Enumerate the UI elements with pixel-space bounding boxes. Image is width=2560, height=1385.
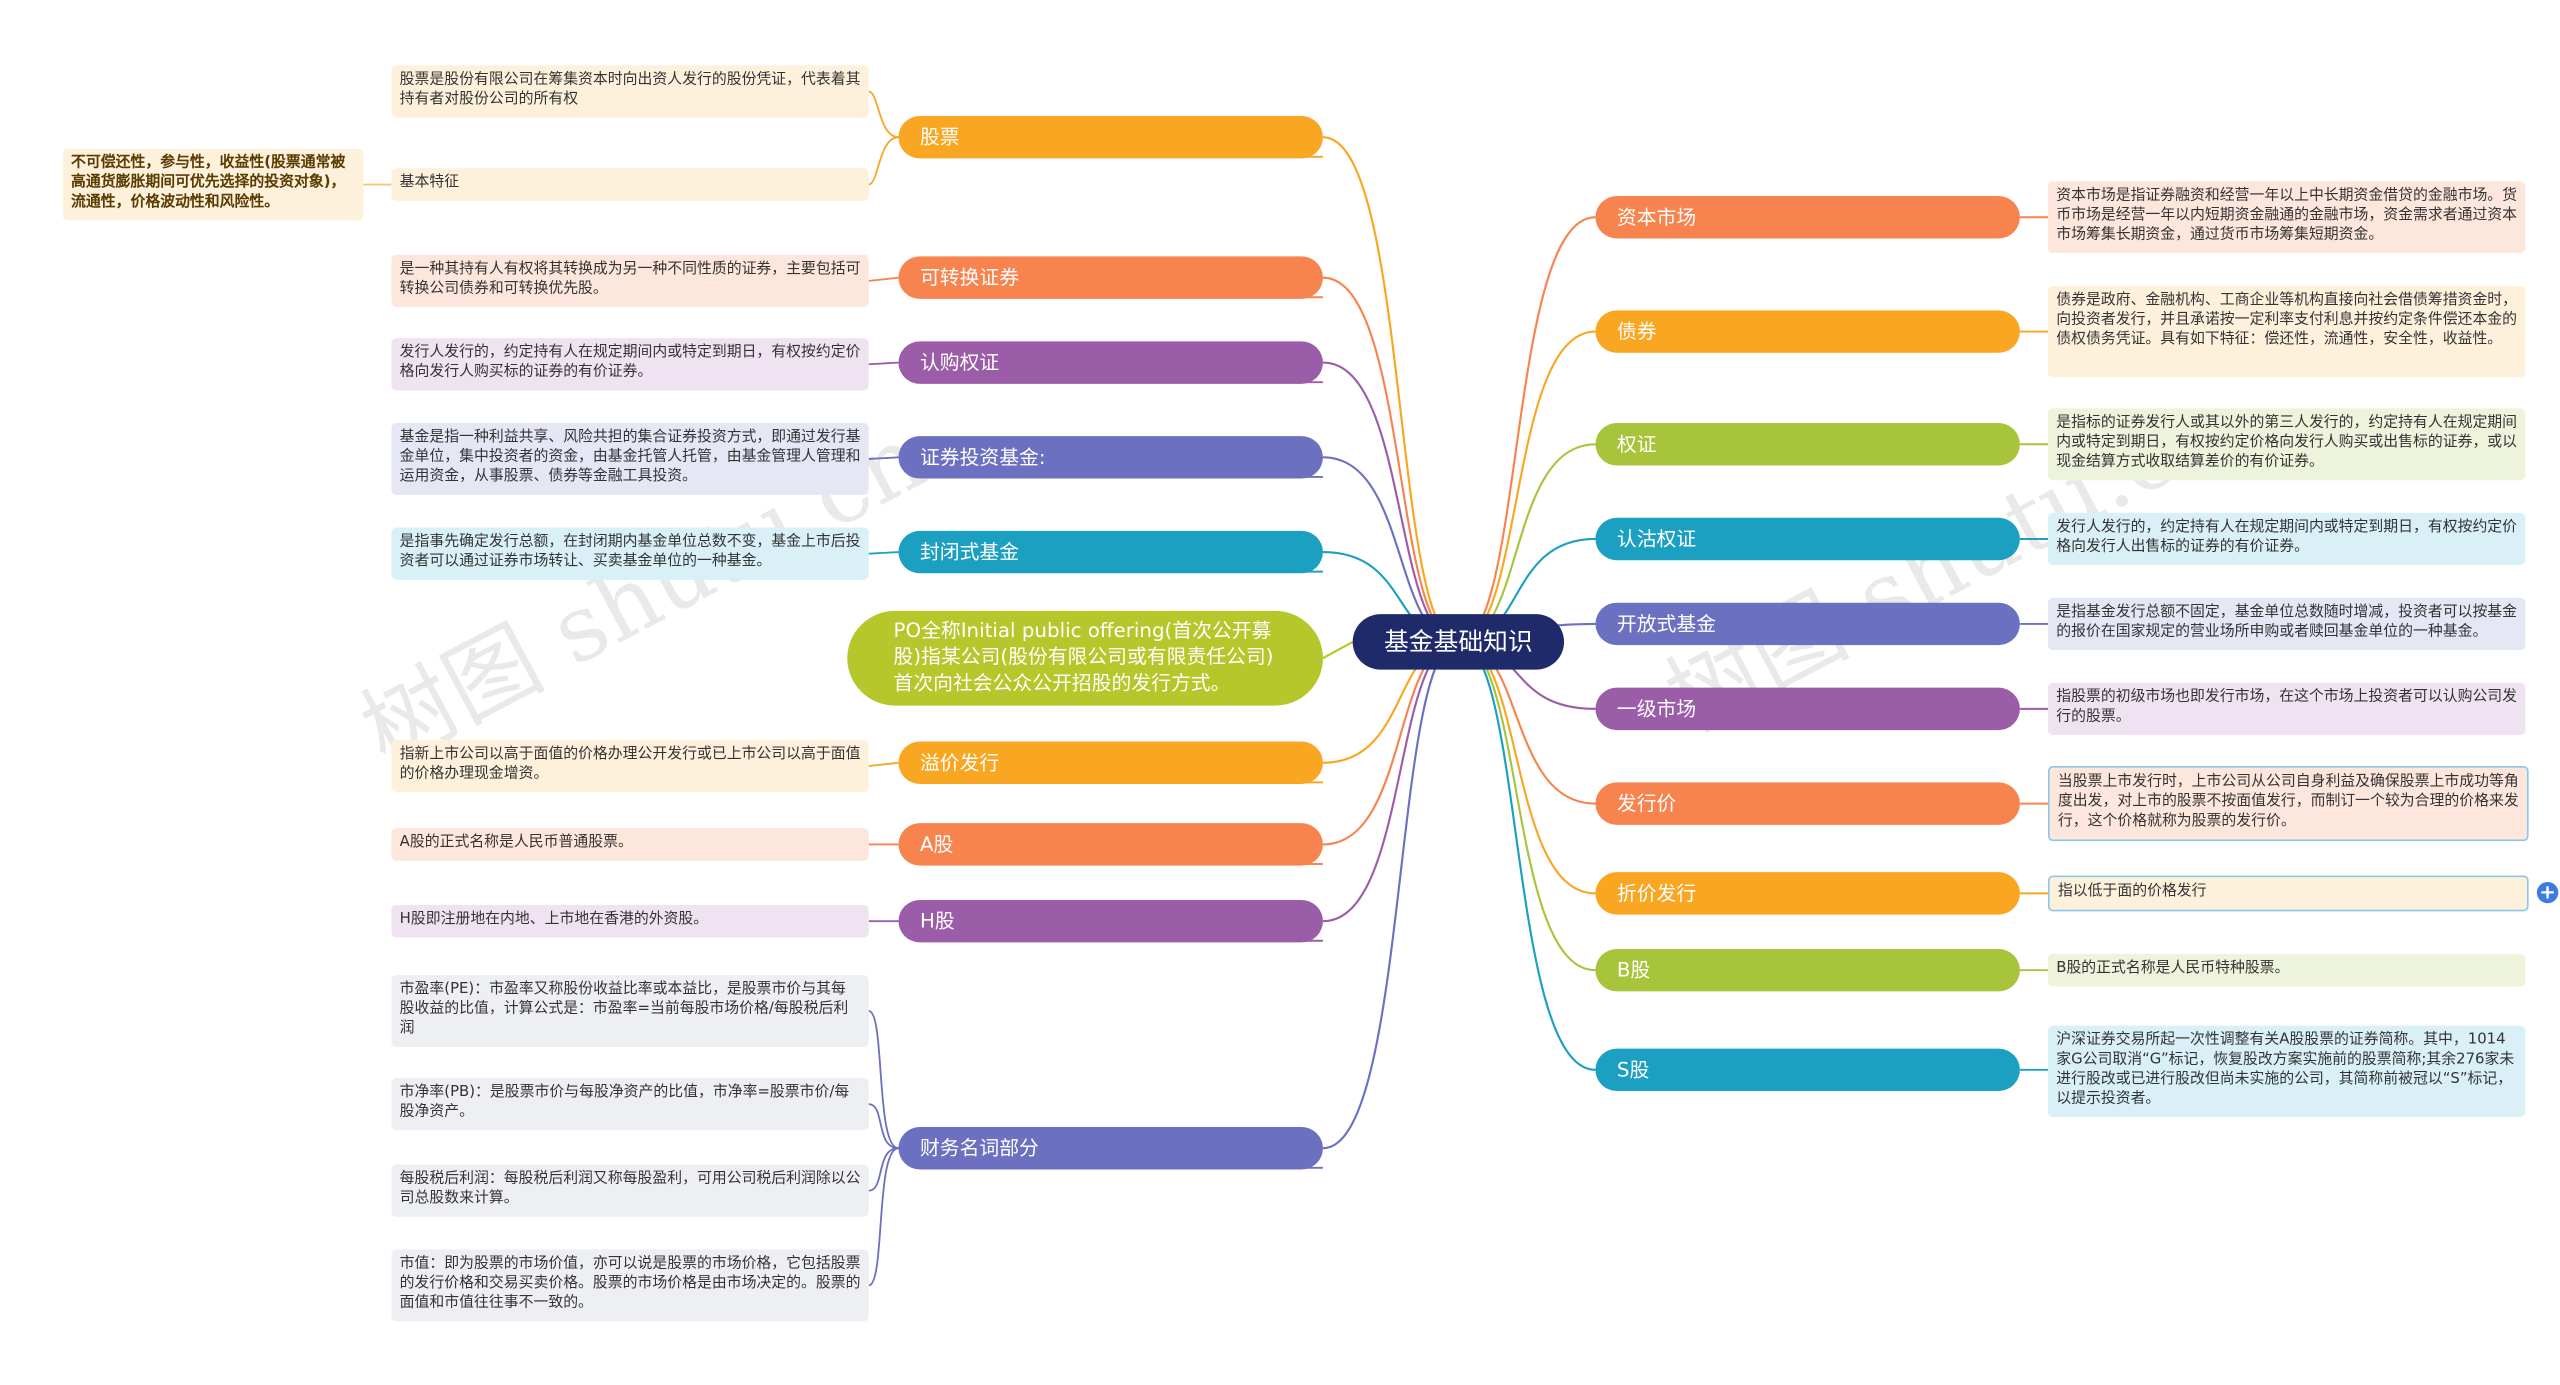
branch-node-subscription-warrant[interactable]: 认购权证	[898, 341, 1323, 384]
connector-line	[868, 276, 899, 282]
note-stock-features-detail: 不可偿还性，参与性，收益性(股票通常被高通货膨胀期间可优先选择的投资对象)，流通…	[62, 148, 364, 221]
branch-node-closed-fund[interactable]: 封闭式基金	[898, 530, 1323, 574]
branch-node-discount-issue[interactable]: 折价发行	[1595, 872, 2020, 915]
branch-node-h-share[interactable]: H股	[898, 899, 1323, 943]
note-b-share: B股的正式名称是人民币特种股票。	[2047, 953, 2526, 987]
connector-line	[1458, 640, 1596, 1071]
connector-line	[1458, 640, 1596, 895]
connector-line	[868, 136, 899, 186]
branch-node-financial-terms[interactable]: 财务名词部分	[898, 1126, 1323, 1170]
connector-line	[868, 1010, 899, 1150]
connector-line	[1322, 640, 1354, 660]
note-stock-definition: 股票是股份有限公司在筹集资本时向出资人发行的股份凭证，代表着其持有者对股份公司的…	[391, 65, 869, 118]
connector-line	[868, 761, 899, 767]
branch-node-primary-market[interactable]: 一级市场	[1595, 687, 2020, 731]
branch-node-put-warrant[interactable]: 认沽权证	[1595, 517, 2020, 561]
branch-node-b-share[interactable]: B股	[1595, 948, 2020, 992]
connector-line	[868, 361, 899, 366]
connector-line	[1322, 640, 1459, 923]
note-bond: 债券是政府、金融机构、工商企业等机构直接向社会借债筹措资金时，向投资者发行，并且…	[2047, 285, 2526, 378]
note-issue-price: 当股票上市发行时，上市公司从公司自身利益及确保股票上市成功等角度出发，对上市的股…	[2047, 766, 2529, 842]
connector-line	[868, 1147, 899, 1192]
note-discount-issue[interactable]: 指以低于面的价格发行	[2047, 875, 2529, 912]
branch-node-ipo[interactable]: PO全称Initial public offering(首次公开募股)指某公司(…	[847, 610, 1323, 706]
connector-line	[1322, 361, 1459, 643]
note-put-warrant: 发行人发行的，约定持有人在规定期间内或特定到期日，有权按约定价格向发行人出售标的…	[2047, 512, 2526, 566]
note-pe-ratio: 市盈率(PE)：市盈率又称股份收益比率或本益比，是股票市价与其每股收益的比值，计…	[391, 975, 869, 1047]
branch-node-bond[interactable]: 债券	[1595, 310, 2020, 353]
branch-node-issue-price[interactable]: 发行价	[1595, 782, 2020, 825]
note-market-value: 市值：即为股票的市场价值，亦可以说是股票的市场价格，它包括股票的发行价格和交易买…	[391, 1249, 869, 1322]
connector-line	[868, 1103, 899, 1150]
branch-node-open-fund[interactable]: 开放式基金	[1595, 602, 2020, 646]
note-pb-ratio: 市净率(PB)：是股票市价与每股净资产的比值，市净率=股票市价/每股净资产。	[391, 1077, 869, 1131]
branch-node-securities-fund[interactable]: 证券投资基金:	[898, 436, 1323, 479]
connector-line	[868, 1147, 899, 1287]
branch-node-stock[interactable]: 股票	[898, 115, 1323, 159]
connector-line	[1322, 136, 1459, 643]
note-convertible: 是一种其持有人有权将其转换成为另一种不同性质的证券，主要包括可转换公司债券和可转…	[391, 254, 869, 308]
connector-line	[868, 456, 899, 460]
branch-node-s-share[interactable]: S股	[1595, 1048, 2020, 1092]
branch-node-convertible[interactable]: 可转换证券	[898, 256, 1323, 299]
branch-node-a-share[interactable]: A股	[898, 823, 1323, 866]
connector-line	[1458, 443, 1596, 643]
note-subscription-warrant: 发行人发行的，约定持有人在规定期间内或特定到期日，有权按约定价格向发行人购买标的…	[391, 338, 869, 391]
note-securities-fund: 基金是指一种利益共享、风险共担的集合证券投资方式，即通过发行基金单位，集中投资者…	[391, 423, 869, 495]
note-warrant: 是指标的证券发行人或其以外的第三人发行的，约定持有人在规定期间内或特定到期日，有…	[2047, 408, 2526, 481]
branch-node-capital-market[interactable]: 资本市场	[1595, 195, 2020, 239]
note-open-fund: 是指基金发行总额不固定，基金单位总数随时增减，投资者可以按基金的报价在国家规定的…	[2047, 597, 2526, 651]
note-primary-market: 指股票的初级市场也即发行市场，在这个市场上投资者可以认购公司发行的股票。	[2047, 682, 2526, 735]
note-h-share: H股即注册地在内地、上市地在香港的外资股。	[391, 904, 869, 938]
note-s-share: 沪深证券交易所起一次性调整有关A股股票的证券简称。其中，1014家G公司取消“G…	[2047, 1025, 2526, 1118]
note-capital-market: 资本市场是指证券融资和经营一年以上中长期资金借贷的金融市场。货币市场是经营一年以…	[2047, 181, 2526, 254]
branch-node-warrant[interactable]: 权证	[1595, 423, 2020, 466]
connector-line	[1458, 640, 1596, 972]
expand-plus-icon[interactable]: +	[2536, 881, 2559, 904]
note-premium-issue: 指新上市公司以高于面值的价格办理公开发行或已上市公司以高于面值的价格办理现金增资…	[391, 739, 869, 793]
note-stock-basic-features[interactable]: 基本特征	[391, 168, 869, 201]
central-topic[interactable]: 基金基础知识	[1352, 614, 1565, 670]
note-closed-fund: 是指事先确定发行总额，在封闭期内基金单位总数不变，基金上市后投资者可以通过证券市…	[391, 527, 869, 580]
branch-node-premium-issue[interactable]: 溢价发行	[898, 741, 1323, 784]
note-eps: 每股税后利润：每股税后利润又称每股盈利，可用公司税后利润除以公司总股数来计算。	[391, 1164, 869, 1217]
connector-line	[868, 90, 899, 139]
note-a-share: A股的正式名称是人民币普通股票。	[391, 828, 869, 861]
connector-line	[868, 551, 899, 555]
